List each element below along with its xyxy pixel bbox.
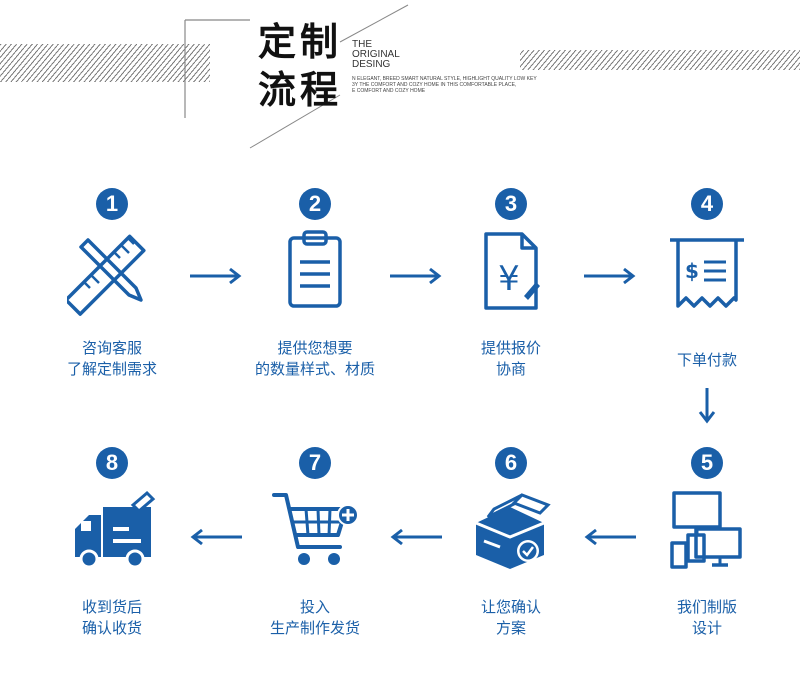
arrow-left-icon [390, 528, 442, 546]
subtitle-en-line3: DESING [352, 59, 391, 70]
step-label-line2: 协商 [495, 360, 526, 378]
subtitle-en-line2: ORIGINAL [352, 49, 400, 60]
header-frame [184, 4, 409, 149]
step-label: 提供您想要 的数量样式、材质 [230, 338, 400, 380]
arrow-left-icon [190, 528, 242, 546]
step-label-line2: 的数量样式、材质 [254, 360, 375, 378]
step-label-line1: 咨询客服 [81, 339, 142, 357]
step-label: 提供报价 协商 [426, 338, 596, 380]
arrow-down-icon [698, 388, 716, 424]
step-label-line2: 了解定制需求 [66, 360, 157, 378]
page-title-line2: 流程 [258, 68, 343, 112]
clipboard-icon [288, 230, 342, 308]
step-number: 4 [691, 188, 723, 220]
arrow-right-icon [190, 267, 242, 285]
step-label-line1: 我们制版 [676, 598, 737, 616]
step-label: 让您确认 方案 [426, 597, 596, 639]
step-label-line1: 投入 [299, 598, 330, 616]
price-document-icon: ¥ [484, 232, 540, 310]
arrow-right-icon [390, 267, 442, 285]
svg-text:$: $ [685, 259, 699, 283]
package-check-icon [475, 493, 551, 569]
step-number: 8 [96, 447, 128, 479]
step-number: 2 [299, 188, 331, 220]
arrow-left-icon [584, 528, 636, 546]
step-2: 2 提供您想要 的数量样式、材质 [230, 188, 400, 380]
step-number: 1 [96, 188, 128, 220]
shopping-cart-icon [272, 493, 359, 565]
step-7: 7 投入 生产制作发货 [230, 447, 400, 639]
step-8: 8 收到货后 确认收货 [27, 447, 197, 639]
delivery-truck-icon [75, 490, 156, 569]
step-number: 5 [691, 447, 723, 479]
step-label-line1: 提供报价 [480, 339, 541, 357]
tagline-line1: N ELEGANT, BREED SMART NATURAL STYLE, HI… [352, 76, 537, 82]
tagline-line2: 3Y THE COMFORT AND COZY HOME IN THIS COM… [352, 82, 517, 88]
step-number: 3 [495, 188, 527, 220]
subtitle-en: THE ORIGINAL DESING [352, 40, 400, 70]
tagline-line3: E COMFORT AND COZY HOME [352, 88, 426, 94]
step-label-line2: 设计 [691, 619, 722, 637]
header-hatch-right [520, 50, 800, 70]
step-label-line2: 方案 [495, 619, 526, 637]
step-4: 4 $ 下单付款 [622, 188, 792, 371]
tagline: N ELEGANT, BREED SMART NATURAL STYLE, HI… [352, 76, 537, 94]
step-label-line1: 收到货后 [81, 598, 142, 616]
step-label-line2: 生产制作发货 [269, 619, 360, 637]
step-label-line1: 下单付款 [676, 351, 737, 369]
ruler-pencil-icon [67, 234, 146, 316]
devices-icon [670, 491, 742, 569]
step-label: 咨询客服 了解定制需求 [27, 338, 197, 380]
arrow-right-icon [584, 267, 636, 285]
step-label-line1: 让您确认 [480, 598, 541, 616]
step-label-line1: 提供您想要 [277, 339, 353, 357]
step-6: 6 让您确认 方案 [426, 447, 596, 639]
header-hatch-left [0, 44, 210, 82]
step-5: 5 我们制版 设计 [622, 447, 792, 639]
step-number: 6 [495, 447, 527, 479]
receipt-icon: $ [670, 238, 744, 308]
step-label-line2: 确认收货 [81, 619, 142, 637]
step-1: 1 咨询客服 了解定制需求 [27, 188, 197, 380]
step-label: 投入 生产制作发货 [230, 597, 400, 639]
step-label: 我们制版 设计 [622, 597, 792, 639]
step-label: 收到货后 确认收货 [27, 597, 197, 639]
subtitle-en-line1: THE [352, 39, 372, 50]
step-3: 3 ¥ 提供报价 协商 [426, 188, 596, 380]
step-number: 7 [299, 447, 331, 479]
page-title-line1: 定制 [258, 20, 343, 64]
step-label: 下单付款 [622, 350, 792, 371]
svg-text:¥: ¥ [498, 259, 520, 299]
